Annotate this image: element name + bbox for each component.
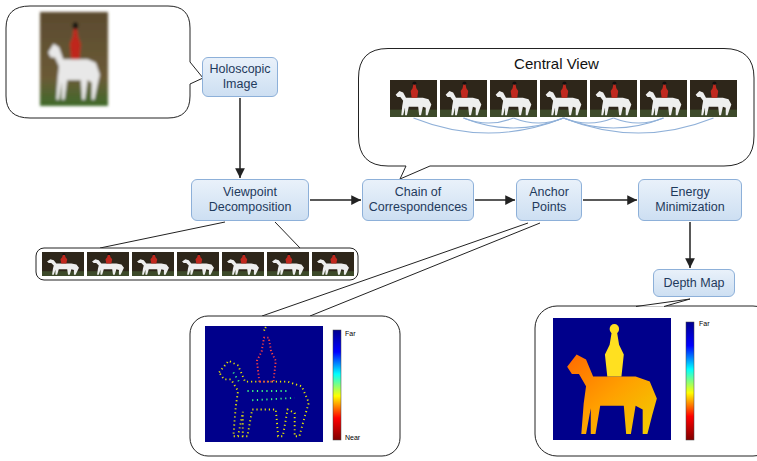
flow-arrow [239,98,241,178]
correspondence-arc [414,118,564,133]
view-thumbnail [87,252,129,276]
colorbar-label: Near [344,434,361,441]
callout-tail [636,299,690,307]
depth-map-image [553,318,671,440]
view-thumbnail [312,252,354,276]
process-box: Depth Map [653,269,735,297]
view-thumbnail [42,252,84,276]
view-thumbnail [390,80,437,117]
view-thumbnail [590,80,637,117]
callout-bubble [535,306,757,456]
callout-tail [310,223,540,316]
colorbar-label: Far [344,330,357,337]
view-thumbnail [440,80,487,117]
flow-arrow [583,199,637,201]
process-box: Energy Minimization [638,179,742,221]
colorbar-label: Far [698,320,711,327]
view-thumbnail [490,80,537,117]
process-box: Holoscopic Image [202,57,278,97]
colorbar [686,322,694,440]
central-view-strip [390,80,737,117]
node-text: Central View [514,55,599,72]
node-text: Anchor Points [523,185,575,215]
correspondence-arc [564,118,714,133]
callout-bubble [6,6,203,118]
anchor-points-map [205,326,323,442]
view-thumbnail [132,252,174,276]
correspondence-arc [614,118,664,123]
view-thumbnail [540,80,587,117]
holoscopic-photo [40,12,108,106]
correspondence-arc [464,118,564,128]
correspondence-arc [514,118,564,123]
view-thumbnail [690,80,737,117]
colorbar [333,330,341,440]
bubble-outline-path [359,49,755,180]
callout-bubble: Central View [358,48,755,166]
node-text: Viewpoint Decomposition [198,185,302,215]
callout-bubble [36,248,358,280]
callout-tail [100,222,225,248]
view-thumbnail [267,252,309,276]
callout-tail [262,223,528,316]
node-text: Chain of Correspondences [369,185,468,215]
callout-tail [275,222,300,248]
process-box: Anchor Points [516,179,582,221]
node-text: Energy Minimization [645,185,735,215]
view-thumbnail [640,80,687,117]
process-box: Chain of Correspondences [362,179,474,221]
correspondence-arc [464,118,514,123]
flow-arrow [689,222,691,268]
node-text: Holoscopic Image [209,62,271,92]
flow-arrow [310,199,361,201]
process-box: Viewpoint Decomposition [191,179,309,221]
viewpoint-strip [42,252,354,276]
view-thumbnail [177,252,219,276]
view-thumbnail [222,252,264,276]
flow-arrow [475,199,515,201]
node-text: Depth Map [663,276,724,291]
callout-bubble [190,316,400,456]
correspondence-arcs [414,118,714,133]
